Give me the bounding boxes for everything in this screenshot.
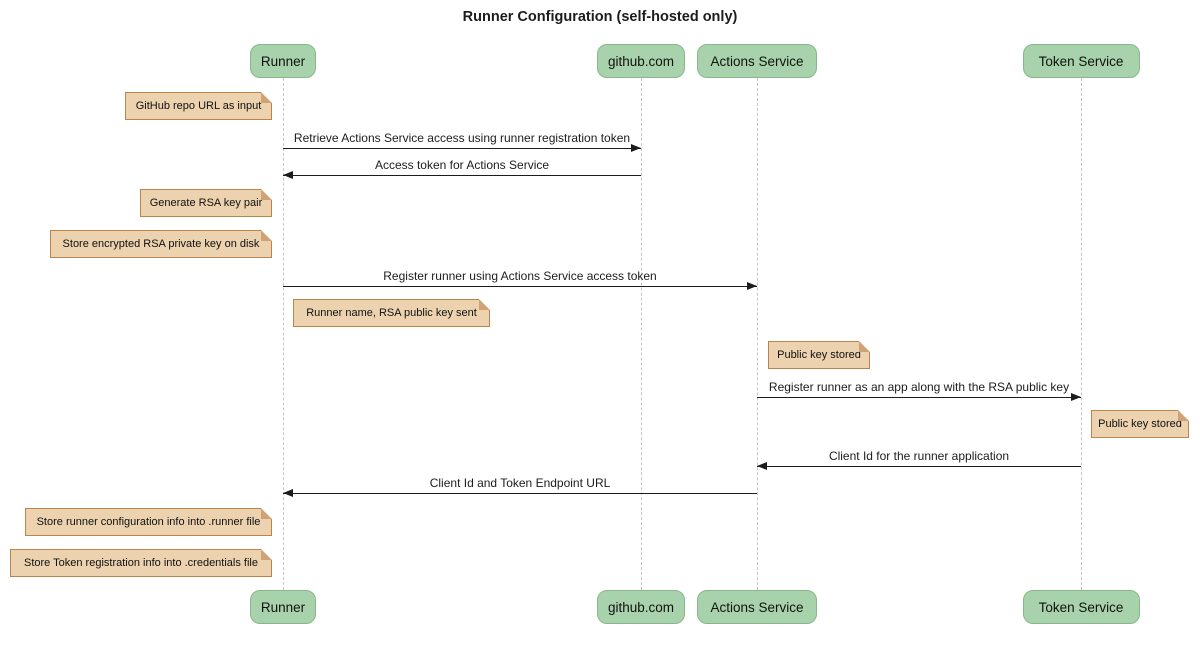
message-arrowhead-2 [283, 171, 293, 179]
message-arrowhead-3 [747, 282, 757, 290]
message-label-1: Retrieve Actions Service access using ru… [293, 131, 631, 145]
note-7: Store runner configuration info into .ru… [25, 508, 272, 536]
participant-runner-top: Runner [250, 44, 316, 78]
participant-github-top: github.com [597, 44, 685, 78]
lifeline-actions-service [757, 78, 758, 590]
participant-runner-bottom: Runner [250, 590, 316, 624]
note-6: Public key stored [1091, 410, 1189, 438]
note-4: Runner name, RSA public key sent [293, 299, 490, 327]
message-line-2 [283, 175, 641, 177]
note-2: Generate RSA key pair [140, 189, 272, 217]
message-line-4 [757, 397, 1081, 399]
note-5: Public key stored [768, 341, 870, 369]
message-arrowhead-4 [1071, 393, 1081, 401]
note-1: GitHub repo URL as input [125, 92, 272, 120]
participant-token-service-bottom: Token Service [1022, 590, 1140, 624]
message-arrowhead-1 [631, 144, 641, 152]
message-arrowhead-5 [757, 462, 767, 470]
message-line-5 [757, 466, 1081, 468]
message-label-6: Client Id and Token Endpoint URL [429, 476, 611, 490]
message-line-1 [283, 148, 641, 150]
participant-token-service-top: Token Service [1022, 44, 1140, 78]
lifeline-github [641, 78, 642, 590]
message-label-3: Register runner using Actions Service ac… [383, 269, 657, 283]
diagram-title: Runner Configuration (self-hosted only) [462, 9, 738, 25]
message-line-3 [283, 286, 757, 288]
message-label-4: Register runner as an app along with the… [768, 380, 1070, 394]
message-label-2: Access token for Actions Service [374, 158, 550, 172]
message-label-5: Client Id for the runner application [828, 449, 1010, 463]
note-8: Store Token registration info into .cred… [10, 549, 272, 577]
note-3: Store encrypted RSA private key on disk [50, 230, 272, 258]
lifeline-runner [283, 78, 284, 590]
participant-actions-service-top: Actions Service [697, 44, 817, 78]
message-line-6 [283, 493, 757, 495]
lifeline-token-service [1081, 78, 1082, 590]
message-arrowhead-6 [283, 489, 293, 497]
participant-actions-service-bottom: Actions Service [697, 590, 817, 624]
participant-github-bottom: github.com [597, 590, 685, 624]
